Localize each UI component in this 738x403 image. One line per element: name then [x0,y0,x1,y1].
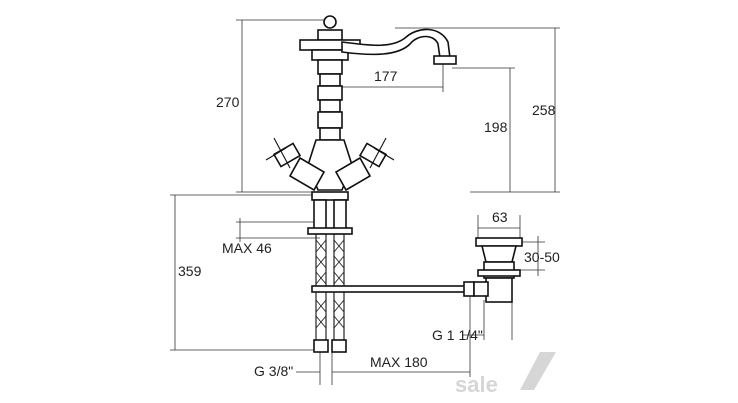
label-63: 63 [492,209,508,225]
dimension-max-180: MAX 180 [332,295,471,377]
supply-hoses [307,199,353,353]
label-198: 198 [484,119,508,135]
logo-mark-icon [520,352,556,390]
dimension-30-50: 30-50 [520,236,560,276]
dimension-max-46: MAX 46 [222,218,320,256]
faucet-body [265,15,457,201]
waste-assembly [473,237,523,303]
label-g38: G 3/8" [254,363,293,379]
label-258: 258 [532,102,556,118]
logo-text: sale [455,372,498,397]
label-177: 177 [374,68,398,84]
popup-rod [311,281,475,297]
dimension-height-270: 270 [216,19,330,193]
label-max-46: MAX 46 [222,240,272,256]
dimension-g114: G 1 1/4" [432,300,513,343]
label-30-50: 30-50 [524,249,560,265]
dimension-g38: G 3/8" [254,352,333,385]
label-270: 270 [216,94,240,110]
dimension-height-198: 198 [452,67,515,192]
label-g114: G 1 1/4" [432,327,483,343]
label-359: 359 [178,263,202,279]
sale-logo: sale [455,352,556,397]
label-max-180: MAX 180 [370,354,428,370]
dimension-height-359: 359 [170,194,320,351]
dimension-reach-177: 177 [330,60,444,92]
dimension-height-258: 258 [395,27,560,193]
